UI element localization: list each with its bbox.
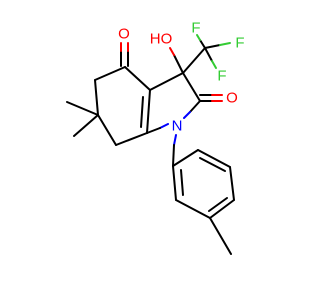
bond-n1-c7a-blue <box>159 123 169 129</box>
bond-ar1-ar2 <box>172 149 199 167</box>
fluorine-label-1: F <box>191 20 200 37</box>
bond-cf3-f2 <box>204 44 221 49</box>
bond-ar4-ar5-inner <box>208 197 228 212</box>
bond-c3-oh <box>173 54 184 74</box>
bond-ar2-ar3-inner <box>199 157 226 172</box>
bond-c2-n1-blue <box>183 111 191 119</box>
bond-c3-c2 <box>182 72 201 102</box>
bond-ar6-ar1 <box>172 165 177 201</box>
bond-c2-n1 <box>189 100 201 113</box>
bond-c7a-c3a-double <box>140 96 144 128</box>
hydroxyl-label: HO <box>150 31 173 48</box>
bond-cf3-f1 <box>199 39 206 49</box>
bond-n1-aryl-blue <box>173 134 177 146</box>
bond-ar5-ar6 <box>175 199 211 219</box>
bond-ar6-ar1-inner <box>180 169 184 196</box>
bond-c6-me2 <box>73 114 99 137</box>
lactam-oxygen-label: O <box>226 90 238 107</box>
bond-cf3-f1-green <box>196 34 201 41</box>
fluorine-label-3: F <box>217 68 226 85</box>
bond-c3-cf3 <box>182 47 206 74</box>
bond-c3-oh-red <box>169 47 175 56</box>
bond-cf3-f3 <box>204 47 213 62</box>
bond-ar-methyl <box>209 217 232 255</box>
bond-c3a-c4 <box>124 66 151 91</box>
bond-c5-c6 <box>94 79 99 116</box>
ketone-oxygen-label: O <box>118 26 130 43</box>
molecule-structure: O HO F F F O N <box>66 20 245 255</box>
bond-n1-aryl <box>172 144 175 167</box>
nitrogen-label: N <box>172 118 183 135</box>
bond-c4-c5 <box>94 66 126 81</box>
bond-c7-c7a <box>115 132 148 146</box>
bond-c7a-c3a <box>146 89 151 134</box>
bond-c6-me1 <box>66 101 99 116</box>
bond-c6-c7 <box>97 114 117 146</box>
bond-n1-c7a <box>146 127 161 134</box>
bond-layer <box>66 34 235 255</box>
fluorine-label-2: F <box>235 35 244 52</box>
bond-cf3-f3-green <box>211 60 217 69</box>
bond-ar4-ar5 <box>209 199 235 219</box>
atom-label-layer: O HO F F F O N <box>118 20 244 135</box>
bond-cf3-f2-green <box>219 42 231 46</box>
bond-ar3-ar4 <box>229 166 235 201</box>
bond-ar2-ar3 <box>197 149 231 168</box>
bond-c3a-c3 <box>149 72 184 91</box>
